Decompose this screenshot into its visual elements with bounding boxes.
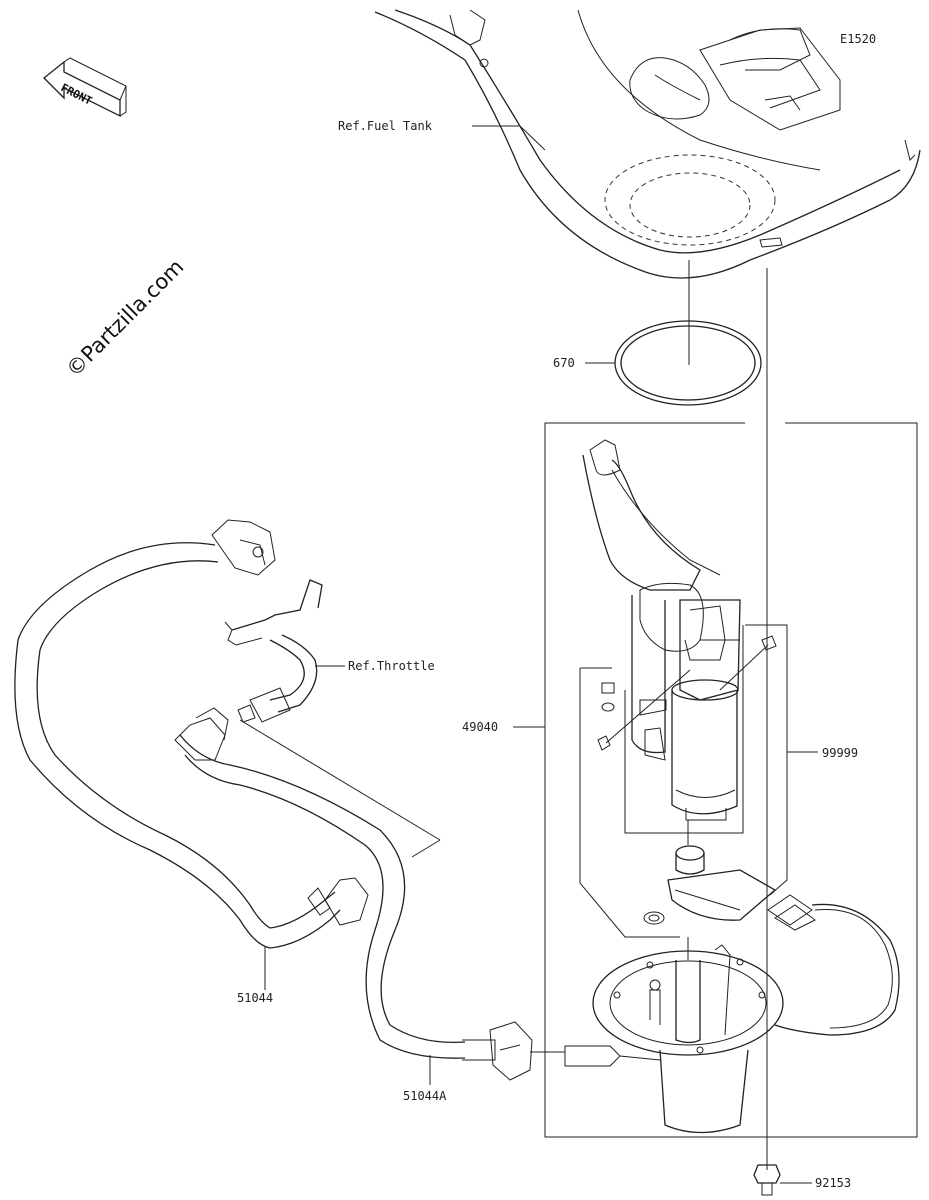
part-label-49040: 49040 — [462, 720, 498, 734]
pump-flange-drawing — [592, 937, 784, 1134]
strainer-drawing — [643, 845, 777, 925]
part-label-92153: 92153 — [815, 1176, 851, 1190]
watermark-text: ©Partzilla.com — [62, 255, 189, 382]
ref-fuel-tank-label: Ref.Fuel Tank — [338, 119, 433, 133]
connector-wire-drawing — [767, 894, 900, 1036]
throttle-pipe-drawing — [224, 579, 323, 723]
part-label-670: 670 — [553, 356, 575, 370]
fuel-pump-drawing — [582, 439, 741, 821]
screw-parts — [597, 635, 777, 751]
front-arrow-icon: FRONT — [43, 57, 127, 118]
part-label-51044a: 51044A — [403, 1089, 447, 1103]
diagram-code: E1520 — [840, 32, 876, 46]
part-label-99999: 99999 — [822, 746, 858, 760]
bolt-92153 — [753, 1164, 781, 1196]
fuel-hose-51044 — [14, 519, 369, 949]
fuel-hose-51044a — [174, 707, 661, 1081]
ref-throttle-label: Ref.Throttle — [348, 659, 435, 673]
fuel-tank-drawing — [374, 9, 921, 279]
part-label-51044: 51044 — [237, 991, 273, 1005]
o-ring-670 — [614, 320, 762, 406]
